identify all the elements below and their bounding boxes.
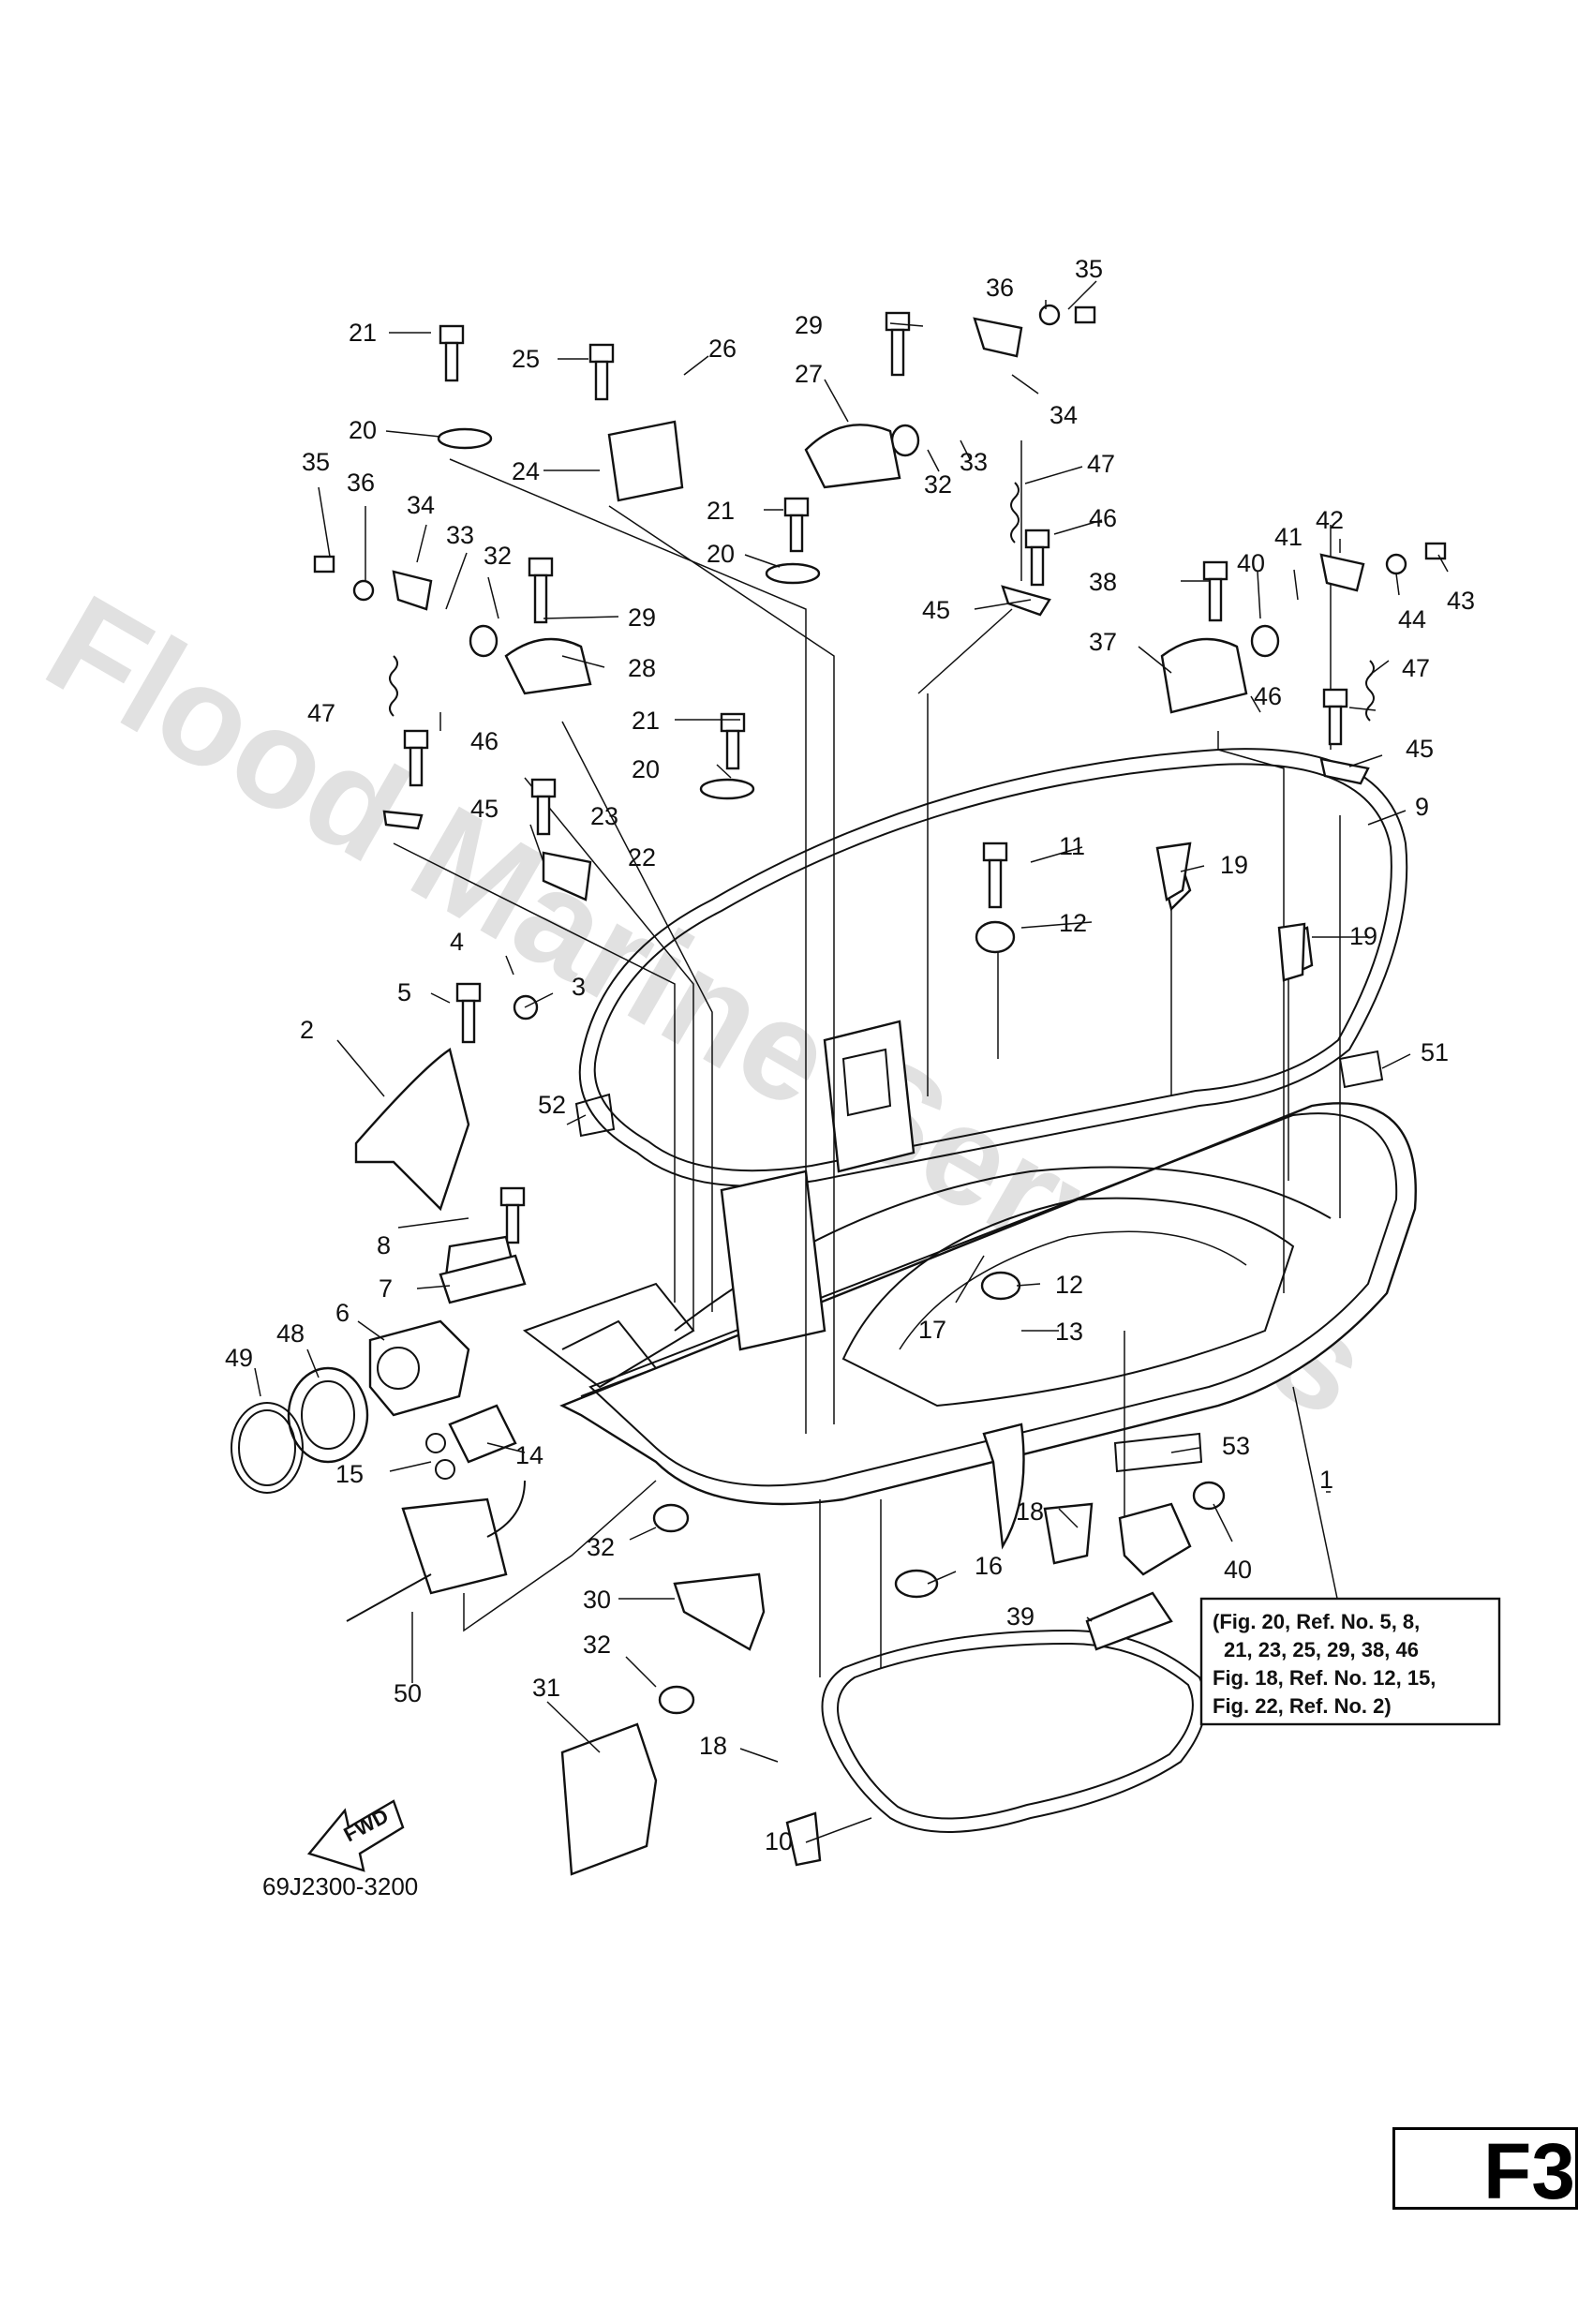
callout-5: 5 xyxy=(397,978,411,1006)
callout-35: 35 xyxy=(302,448,330,476)
callout-34: 34 xyxy=(407,491,435,519)
fwd-arrow-icon: FWD xyxy=(306,1799,405,1872)
callout-53: 53 xyxy=(1222,1432,1250,1460)
callout-labels: 35 36 29 26 27 34 21 25 20 24 32 33 47 3… xyxy=(225,255,1475,1855)
callout-20: 20 xyxy=(349,416,377,444)
callout-13: 13 xyxy=(1055,1318,1083,1346)
callout-28: 28 xyxy=(628,654,656,682)
callout-14: 14 xyxy=(515,1441,543,1469)
note-line: (Fig. 20, Ref. No. 5, 8, xyxy=(1213,1610,1420,1633)
callout-47: 47 xyxy=(1087,450,1115,478)
left-side-components xyxy=(231,1093,766,1876)
page-label-badge: F3 xyxy=(1392,2127,1578,2215)
callout-45: 45 xyxy=(1406,735,1434,763)
bottom-cowling xyxy=(522,1102,1417,1506)
callout-29: 29 xyxy=(795,311,823,339)
callout-32: 32 xyxy=(924,470,952,499)
callout-38: 38 xyxy=(1089,568,1117,596)
callout-21: 21 xyxy=(707,497,735,525)
callout-50: 50 xyxy=(394,1679,422,1707)
callout-34: 34 xyxy=(1050,401,1078,429)
callout-46: 46 xyxy=(1089,504,1117,532)
note-line: Fig. 22, Ref. No. 2) xyxy=(1213,1694,1392,1718)
callout-8: 8 xyxy=(377,1231,391,1259)
callout-51: 51 xyxy=(1421,1038,1449,1066)
callout-37: 37 xyxy=(1089,628,1117,656)
callout-22: 22 xyxy=(628,843,656,872)
callout-49: 49 xyxy=(225,1344,253,1372)
callout-36: 36 xyxy=(986,274,1014,302)
callout-leaders xyxy=(254,280,1449,1843)
part-number: 69J2300-3200 xyxy=(262,1872,418,1900)
callout-24: 24 xyxy=(512,457,540,485)
callout-23: 23 xyxy=(590,802,618,830)
callout-20: 20 xyxy=(707,540,735,568)
callout-26: 26 xyxy=(708,335,737,363)
inner-bracket xyxy=(720,1020,916,1351)
callout-18: 18 xyxy=(1016,1497,1044,1526)
callout-1: 1 xyxy=(1319,1466,1333,1494)
callout-40: 40 xyxy=(1224,1556,1252,1584)
callout-7: 7 xyxy=(379,1274,393,1303)
callout-2: 2 xyxy=(300,1016,314,1044)
page-label: F3 xyxy=(1482,2127,1575,2215)
callout-19: 19 xyxy=(1220,851,1248,879)
callout-33: 33 xyxy=(446,521,474,549)
lower-seal xyxy=(821,1629,1207,1833)
callout-32: 32 xyxy=(583,1631,611,1659)
right-side-components xyxy=(785,842,1384,1867)
callout-31: 31 xyxy=(532,1674,560,1702)
callout-33: 33 xyxy=(960,448,988,476)
callout-3: 3 xyxy=(572,973,586,1001)
callout-4: 4 xyxy=(450,928,464,956)
note-line: 21, 23, 25, 29, 38, 46 xyxy=(1224,1638,1419,1661)
callout-47: 47 xyxy=(1402,654,1430,682)
callout-20: 20 xyxy=(632,755,660,783)
callout-21: 21 xyxy=(349,319,377,347)
callout-46: 46 xyxy=(470,727,499,755)
callout-47: 47 xyxy=(307,699,335,727)
note-line: Fig. 18, Ref. No. 12, 15, xyxy=(1213,1666,1436,1690)
callout-32: 32 xyxy=(484,542,512,570)
callout-39: 39 xyxy=(1006,1602,1035,1631)
tie-lines xyxy=(393,440,1341,1677)
callout-48: 48 xyxy=(276,1319,305,1348)
callout-41: 41 xyxy=(1274,523,1303,551)
callout-30: 30 xyxy=(583,1586,611,1614)
callout-27: 27 xyxy=(795,360,823,388)
callout-11: 11 xyxy=(1059,832,1085,860)
callout-40: 40 xyxy=(1237,549,1265,577)
callout-15: 15 xyxy=(335,1460,364,1488)
reference-note: (Fig. 20, Ref. No. 5, 8, 21, 23, 25, 29,… xyxy=(1199,1597,1501,1726)
callout-12: 12 xyxy=(1059,909,1087,937)
callout-32: 32 xyxy=(587,1533,615,1561)
callout-16: 16 xyxy=(975,1552,1003,1580)
callout-44: 44 xyxy=(1398,605,1426,633)
callout-45: 45 xyxy=(470,795,499,823)
callout-29: 29 xyxy=(628,603,656,632)
callout-9: 9 xyxy=(1415,793,1429,821)
callout-25: 25 xyxy=(512,345,540,373)
callout-17: 17 xyxy=(918,1316,946,1344)
callout-43: 43 xyxy=(1447,587,1475,615)
callout-6: 6 xyxy=(335,1299,350,1327)
callout-46: 46 xyxy=(1254,682,1282,710)
callout-19: 19 xyxy=(1349,922,1377,950)
callout-10: 10 xyxy=(765,1827,793,1855)
callout-35: 35 xyxy=(1075,255,1103,283)
callout-36: 36 xyxy=(347,469,375,497)
callout-21: 21 xyxy=(632,707,660,735)
callout-52: 52 xyxy=(538,1091,566,1119)
callout-42: 42 xyxy=(1316,506,1344,534)
cowling-seal xyxy=(578,748,1408,1187)
callout-45: 45 xyxy=(922,596,950,624)
callout-12: 12 xyxy=(1055,1271,1083,1299)
callout-18: 18 xyxy=(699,1732,727,1760)
